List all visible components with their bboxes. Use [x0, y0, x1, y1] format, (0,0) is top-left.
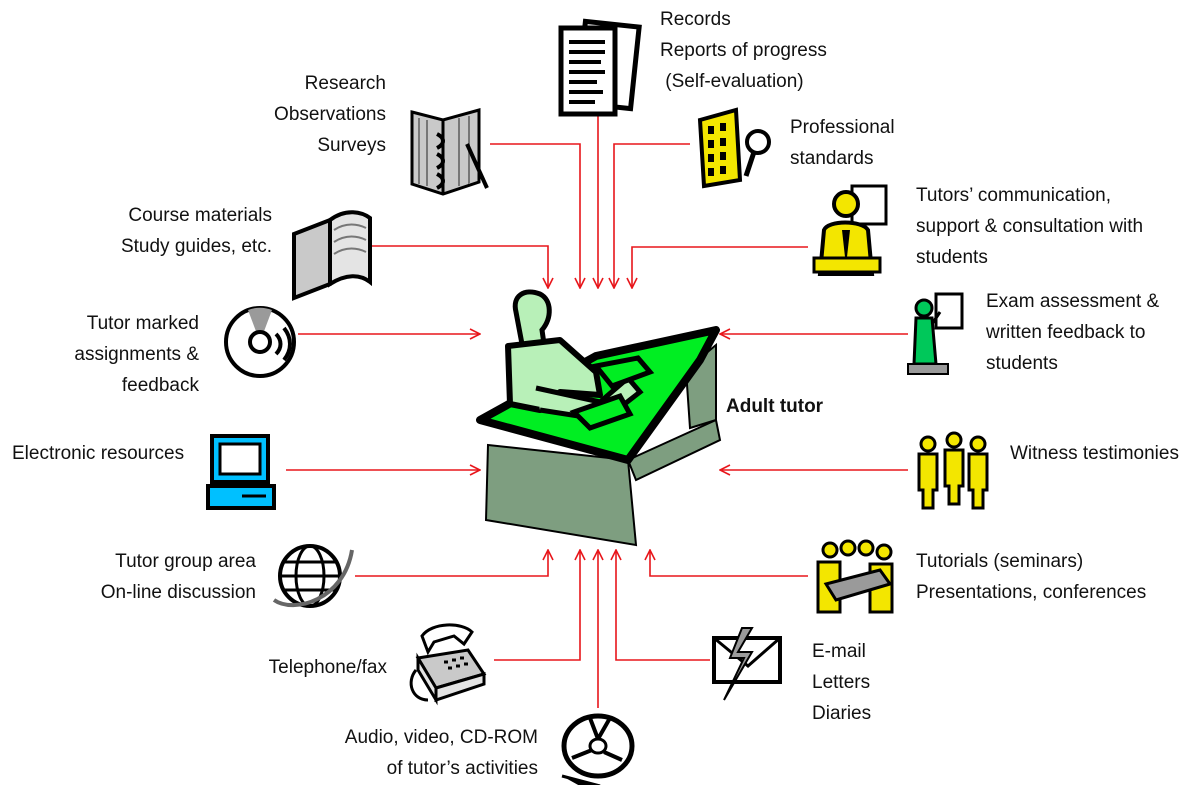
label-line: On-line discussion — [100, 582, 256, 603]
label-line: Surveys — [317, 135, 386, 156]
arrow-standards — [614, 143, 690, 288]
label-media: Audio, video, CD-ROM of tutor’s activiti… — [345, 722, 538, 784]
label-line: support & consultation with — [916, 216, 1144, 237]
label-line: Diaries — [812, 703, 872, 724]
label-communication: Tutors’ communication, support & consult… — [916, 180, 1143, 273]
label-line: Electronic resources — [12, 443, 185, 464]
tutor-head — [512, 289, 552, 347]
label-witness: Witness testimonies — [1010, 438, 1179, 469]
paper-1 — [591, 355, 655, 389]
center-label-adult-tutor: Adult tutor — [726, 396, 824, 417]
label-standards: Professional standards — [790, 112, 895, 174]
label-line: written feedback to — [986, 322, 1146, 343]
label-course: Course materials Study guides, etc. — [121, 200, 272, 262]
arrow-email — [616, 550, 710, 661]
label-line: Reports of progress — [660, 40, 827, 61]
label-email: E-mail Letters Diaries — [812, 636, 871, 729]
label-line: students — [986, 353, 1058, 374]
arrow-tutorials — [650, 550, 808, 577]
label-line: Presentations, conferences — [916, 582, 1147, 603]
label-line: of tutor’s activities — [386, 758, 538, 779]
label-records: Records Reports of progress (Self-evalua… — [660, 4, 827, 97]
computer-icon — [206, 434, 276, 510]
label-line: feedback — [121, 375, 199, 396]
arrow-course — [372, 245, 548, 288]
label-line: Tutors’ communication, — [916, 185, 1111, 206]
notebook-icon — [410, 108, 489, 196]
label-line: Research — [304, 73, 386, 94]
arrow-telephone — [494, 550, 580, 661]
label-line: (Self-evaluation) — [660, 71, 804, 92]
meeting-table-icon — [816, 539, 894, 614]
label-line: Course materials — [128, 205, 272, 226]
desk-side — [626, 418, 722, 482]
label-telephone: Telephone/fax — [269, 652, 387, 683]
label-line: Tutorials (seminars) — [916, 551, 1084, 572]
paper-2 — [569, 392, 634, 431]
label-line: Tutor group area — [115, 551, 256, 572]
cd-disc-icon — [224, 306, 296, 378]
arrows — [286, 102, 908, 708]
label-line: Letters — [812, 672, 871, 693]
label-line: assignments & — [74, 344, 199, 365]
arrow-research — [490, 143, 580, 288]
presenter-icon — [812, 184, 888, 276]
label-line: Audio, video, CD-ROM — [344, 727, 538, 748]
label-group: Tutor group area On-line discussion — [101, 546, 256, 608]
tutor-body — [505, 337, 603, 413]
arrow-group — [355, 550, 548, 577]
speaker-board-icon — [907, 292, 964, 375]
adult-tutor-illustration — [476, 289, 722, 547]
label-line: Witness testimonies — [1010, 443, 1179, 464]
film-reel-icon — [561, 713, 635, 785]
label-research: Research Observations Surveys — [274, 68, 386, 161]
label-line: standards — [790, 148, 874, 169]
desk-front — [484, 443, 638, 547]
label-line: E-mail — [812, 641, 866, 662]
label-electronic: Electronic resources — [12, 438, 184, 469]
globe-icon — [272, 544, 354, 608]
label-marked: Tutor marked assignments & feedback — [74, 308, 199, 401]
building-magnifier-icon — [697, 107, 771, 189]
label-line: Records — [660, 9, 731, 30]
people-group-icon — [917, 431, 989, 510]
telephone-fax-icon — [409, 623, 487, 706]
label-line: Exam assessment & — [986, 291, 1160, 312]
label-line: Observations — [274, 104, 386, 125]
open-book-icon — [292, 210, 372, 301]
label-line: Tutor marked — [86, 313, 199, 334]
envelope-icon — [712, 627, 782, 701]
documents-icon — [558, 18, 642, 117]
label-exam: Exam assessment & written feedback to st… — [986, 286, 1159, 379]
arrow-communication — [632, 246, 808, 288]
label-line: Study guides, etc. — [120, 236, 272, 257]
label-tutorials: Tutorials (seminars) Presentations, conf… — [916, 546, 1146, 608]
label-line: students — [916, 247, 988, 268]
label-line: Telephone/fax — [268, 657, 387, 678]
label-line: Professional — [790, 117, 895, 138]
